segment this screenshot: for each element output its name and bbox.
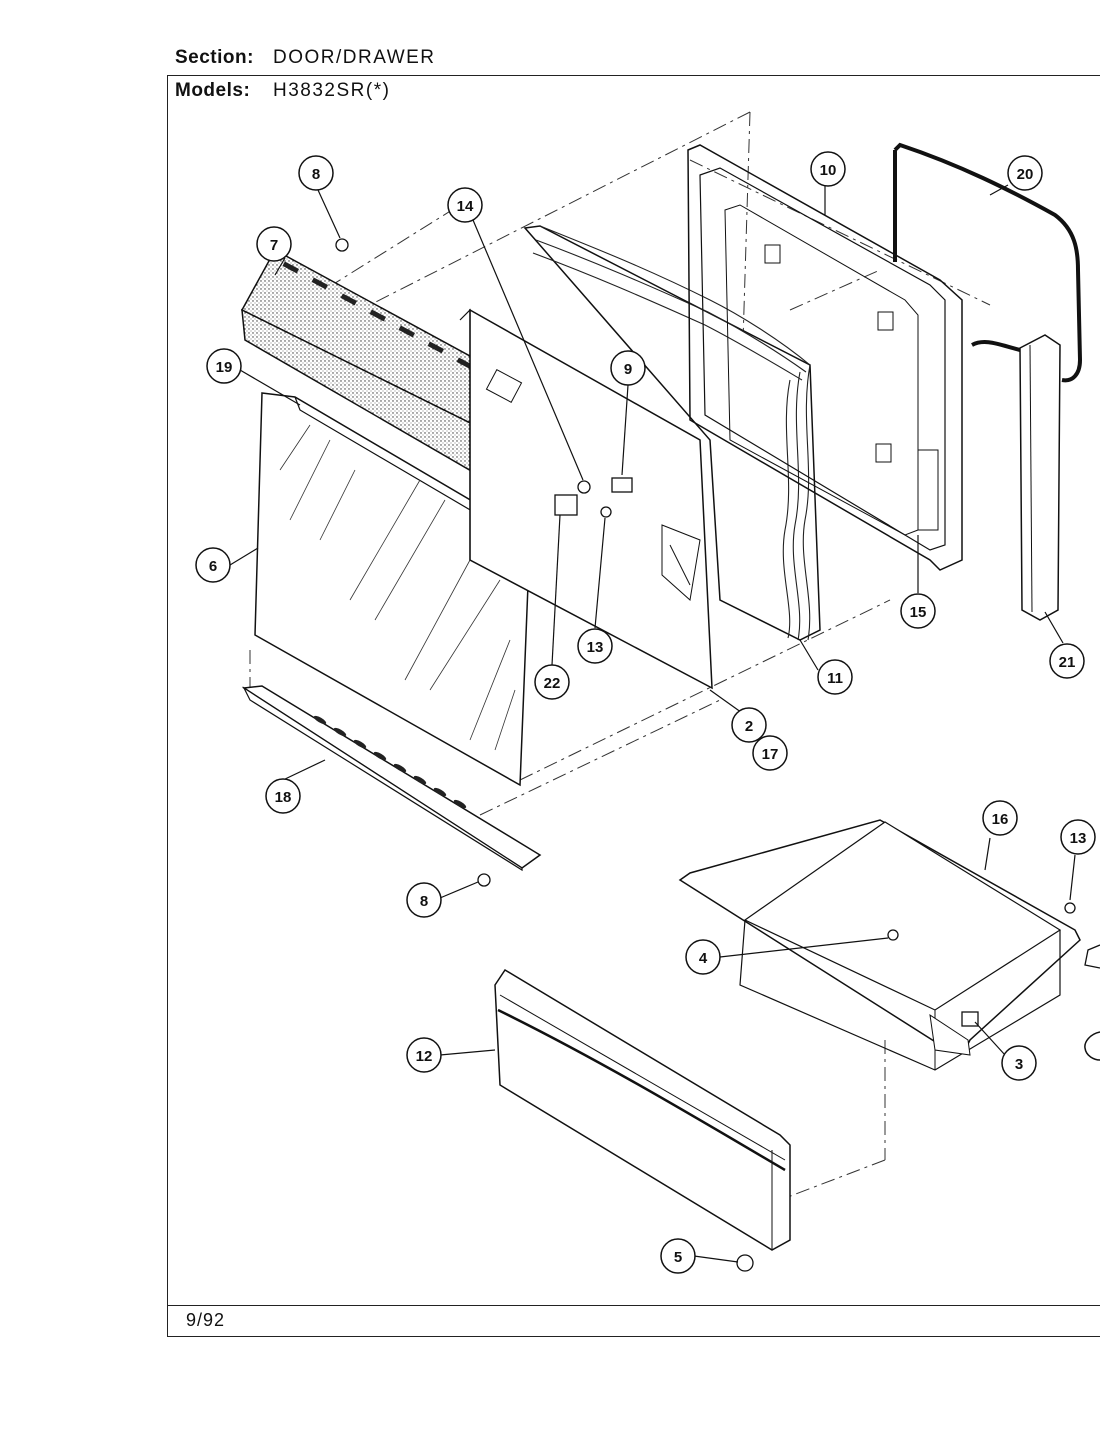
svg-text:4: 4 bbox=[699, 950, 708, 967]
svg-text:21: 21 bbox=[1059, 654, 1076, 671]
callout-22: 22 bbox=[534, 664, 570, 700]
section-label: Section: bbox=[175, 47, 254, 68]
callout-3: 3 bbox=[1001, 1045, 1037, 1081]
footer-divider bbox=[167, 1305, 1100, 1306]
svg-text:13: 13 bbox=[587, 639, 604, 656]
callout-8-top: 8 bbox=[298, 155, 334, 191]
callout-15: 15 bbox=[900, 593, 936, 629]
callout-6: 6 bbox=[195, 547, 231, 583]
door-side-trim bbox=[1019, 334, 1061, 621]
drawer-tray bbox=[678, 819, 1081, 1071]
svg-text:12: 12 bbox=[416, 1048, 433, 1065]
svg-text:8: 8 bbox=[420, 893, 428, 910]
callout-4: 4 bbox=[685, 939, 721, 975]
svg-text:19: 19 bbox=[216, 359, 233, 376]
svg-text:16: 16 bbox=[992, 811, 1009, 828]
callout-18: 18 bbox=[265, 778, 301, 814]
svg-text:15: 15 bbox=[910, 604, 927, 621]
cropped-edge-parts bbox=[1084, 944, 1100, 1061]
door-gasket bbox=[893, 142, 1083, 383]
callout-19: 19 bbox=[206, 348, 242, 384]
callout-10: 10 bbox=[810, 151, 846, 187]
door-liner-frame bbox=[687, 144, 963, 571]
svg-text:14: 14 bbox=[457, 198, 474, 215]
svg-text:2: 2 bbox=[745, 718, 753, 735]
svg-text:22: 22 bbox=[544, 675, 561, 692]
revision-date: 9/92 bbox=[186, 1310, 226, 1330]
svg-text:17: 17 bbox=[762, 746, 779, 763]
callout-20: 20 bbox=[1007, 155, 1043, 191]
svg-text:5: 5 bbox=[674, 1249, 682, 1266]
svg-text:8: 8 bbox=[312, 166, 320, 183]
svg-text:10: 10 bbox=[820, 162, 837, 179]
svg-text:11: 11 bbox=[827, 670, 843, 687]
callout-11: 11 bbox=[817, 659, 853, 695]
callout-2: 2 bbox=[731, 707, 767, 743]
callout-16: 16 bbox=[982, 800, 1018, 836]
hardware-parts bbox=[335, 238, 1076, 1272]
svg-text:7: 7 bbox=[270, 237, 278, 254]
part-callouts: 8 7 14 19 6 9 13 22 18 8 2 17 10 20 11 1… bbox=[195, 151, 1096, 1274]
svg-text:6: 6 bbox=[209, 558, 217, 575]
diagram-frame bbox=[167, 75, 1100, 1337]
callout-13-drawer: 13 bbox=[1060, 819, 1096, 855]
callout-14: 14 bbox=[447, 187, 483, 223]
door-bottom-trim bbox=[241, 685, 542, 872]
models-value: H3832SR(*) bbox=[273, 80, 391, 101]
callout-17: 17 bbox=[752, 735, 788, 771]
section-header: Section: DOOR/DRAWER bbox=[175, 47, 436, 69]
svg-text:3: 3 bbox=[1015, 1056, 1023, 1073]
callout-9: 9 bbox=[610, 350, 646, 386]
drawer-front-panel bbox=[494, 968, 791, 1251]
inner-door-panel bbox=[459, 308, 713, 690]
section-value: DOOR/DRAWER bbox=[273, 47, 436, 68]
door-glass-panel bbox=[254, 392, 536, 787]
callout-7: 7 bbox=[256, 226, 292, 262]
callout-5: 5 bbox=[660, 1238, 696, 1274]
svg-text:18: 18 bbox=[275, 789, 292, 806]
svg-text:9: 9 bbox=[624, 361, 632, 378]
callout-21: 21 bbox=[1049, 643, 1085, 679]
callout-13-door: 13 bbox=[577, 628, 613, 664]
callout-12: 12 bbox=[406, 1037, 442, 1073]
insulation-batt bbox=[523, 225, 821, 641]
models-header: Models: H3832SR(*) bbox=[175, 80, 390, 102]
svg-text:13: 13 bbox=[1070, 830, 1087, 847]
svg-text:20: 20 bbox=[1017, 166, 1034, 183]
models-label: Models: bbox=[175, 80, 251, 101]
callout-8-bottom: 8 bbox=[406, 882, 442, 918]
